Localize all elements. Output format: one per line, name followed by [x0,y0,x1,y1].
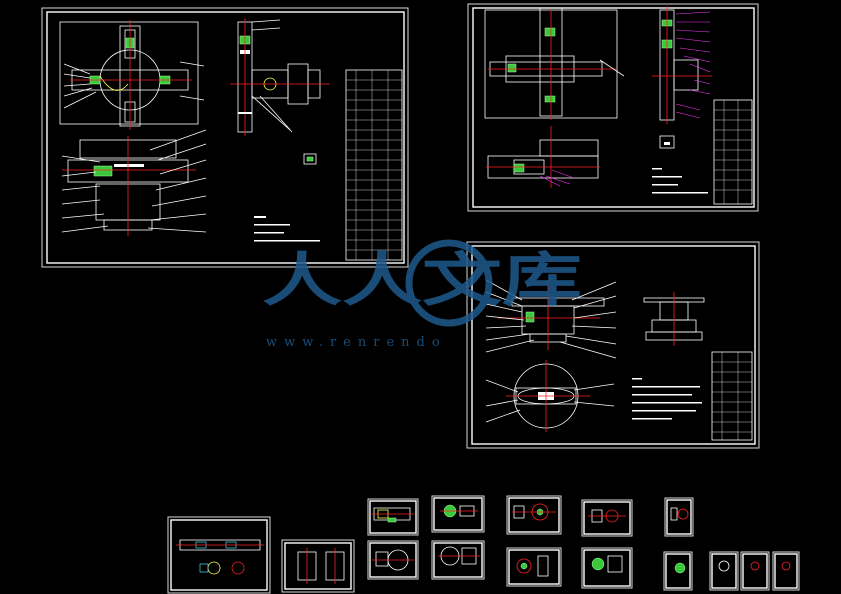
technical-notes-3 [632,378,702,420]
part-drawing-14[interactable] [740,551,770,591]
sheet-border [466,241,760,449]
side-view-2 [652,6,712,124]
part-drawing-15[interactable] [772,551,800,591]
part-drawing-4[interactable] [367,540,419,580]
watermark-logo-text: 人人文库 [262,246,582,314]
sheet-border [41,7,409,268]
part-drawing-13[interactable] [709,551,739,591]
part-drawing-11[interactable] [664,497,694,537]
parts-list-table-2[interactable] [713,99,753,205]
front-section-view-2 [486,126,600,188]
part-drawing-7[interactable] [506,495,562,535]
top-view-3 [485,360,615,432]
sheet-assembly-1[interactable] [41,7,409,268]
watermark-logo: 人人文库 www.renrendo [262,239,582,350]
part-drawing-2[interactable] [281,539,355,593]
parts-list-table[interactable] [345,69,403,261]
sheet-frame [472,7,755,208]
detail-small [303,153,317,165]
part-drawing-12[interactable] [663,551,693,591]
part-drawing-6[interactable] [431,540,485,580]
part-drawing-5[interactable] [431,495,485,533]
top-view [59,20,205,130]
top-view-2 [484,7,625,120]
side-section-view [230,18,330,136]
detail-small-2 [659,135,675,149]
sheet-assembly-3[interactable] [466,241,760,449]
sheet-border [467,3,759,212]
technical-notes-2 [652,168,708,194]
part-drawing-8[interactable] [506,547,562,587]
parts-list-table-3[interactable] [711,351,753,441]
sheet-assembly-2[interactable] [467,3,759,212]
sheet-frame [471,245,756,445]
technical-notes [254,216,320,242]
front-section-view [61,129,207,236]
part-drawing-10[interactable] [581,547,633,589]
part-drawing-9[interactable] [581,499,633,537]
side-view-3 [643,292,705,346]
part-drawing-3[interactable] [367,498,419,536]
watermark-url: www.renrendo [266,335,447,350]
part-drawing-1[interactable] [167,516,271,594]
sheet-frame [46,11,405,264]
